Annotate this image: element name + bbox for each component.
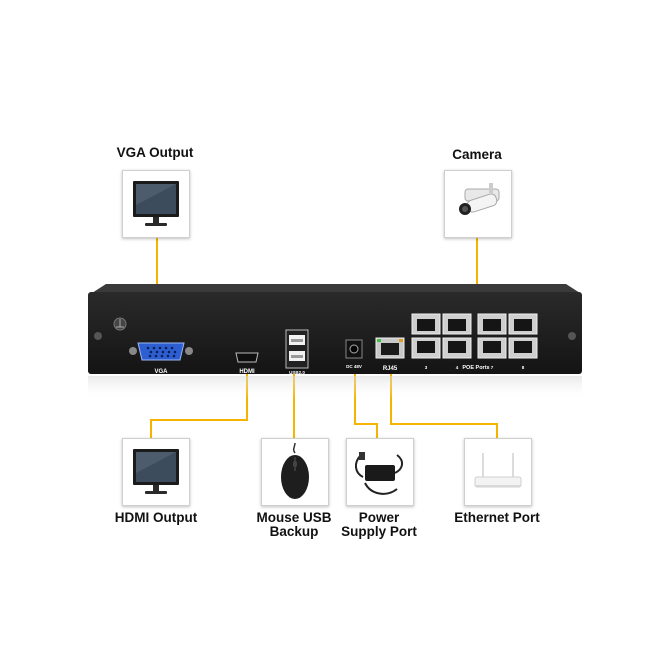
- ethernet-wire-horizontal: [390, 423, 498, 425]
- monitor-icon: [133, 181, 179, 226]
- mouse-usb-label-line2: Backup: [269, 524, 319, 539]
- vga-output-label: VGA Output: [116, 145, 194, 160]
- power-port-label: DC 48V: [346, 364, 362, 369]
- poe-ports-label: POE Ports: [462, 365, 489, 371]
- rj45-port-label: RJ45: [383, 366, 398, 372]
- power-supply-label-line1: Power: [358, 510, 400, 525]
- usb-port-label: USB2.0: [289, 370, 305, 375]
- hdmi-monitor-box: [122, 438, 190, 506]
- camera-icon: [459, 183, 500, 215]
- monitor-icon: [133, 449, 179, 494]
- hdmi-wire-horizontal: [150, 419, 248, 421]
- camera-label: Camera: [452, 147, 502, 162]
- vga-port-label: VGA: [154, 369, 168, 375]
- router-box: [464, 438, 532, 506]
- ethernet-wire-drop: [496, 423, 498, 439]
- poe-port-number-4: 4: [456, 365, 459, 370]
- mouse-box: [261, 438, 329, 506]
- vga-monitor-box: [122, 170, 190, 238]
- poe-port-number-3: 3: [425, 365, 428, 370]
- camera-wire-vertical: [476, 236, 478, 308]
- hdmi-port-label: HDMI: [239, 369, 255, 375]
- poe-port-number-8: 8: [522, 365, 525, 370]
- power-wire-horizontal: [354, 423, 378, 425]
- hdmi-wire-drop: [150, 419, 152, 439]
- power-wire-drop: [376, 423, 378, 439]
- power-supply-label: Power Supply Port: [329, 511, 429, 539]
- hdmi-output-label: HDMI Output: [114, 510, 198, 525]
- power-adapter-box: [346, 438, 414, 506]
- poe-port-grid: [411, 313, 538, 359]
- nvr-device: VGA HDMI USB2.0 DC 48V RJ45 POE Ports 3 …: [88, 284, 582, 400]
- power-supply-label-line2: Supply Port: [341, 524, 417, 539]
- camera-box: [444, 170, 512, 238]
- router-icon: [474, 453, 522, 488]
- mouse-usb-label-line1: Mouse USB: [256, 510, 332, 525]
- poe-port-number-7: 7: [491, 365, 494, 370]
- ethernet-port-label: Ethernet Port: [454, 510, 540, 525]
- mouse-icon: [281, 442, 309, 499]
- mouse-usb-label: Mouse USB Backup: [244, 511, 344, 539]
- usb-wire: [293, 372, 295, 438]
- power-adapter-icon: [355, 452, 403, 495]
